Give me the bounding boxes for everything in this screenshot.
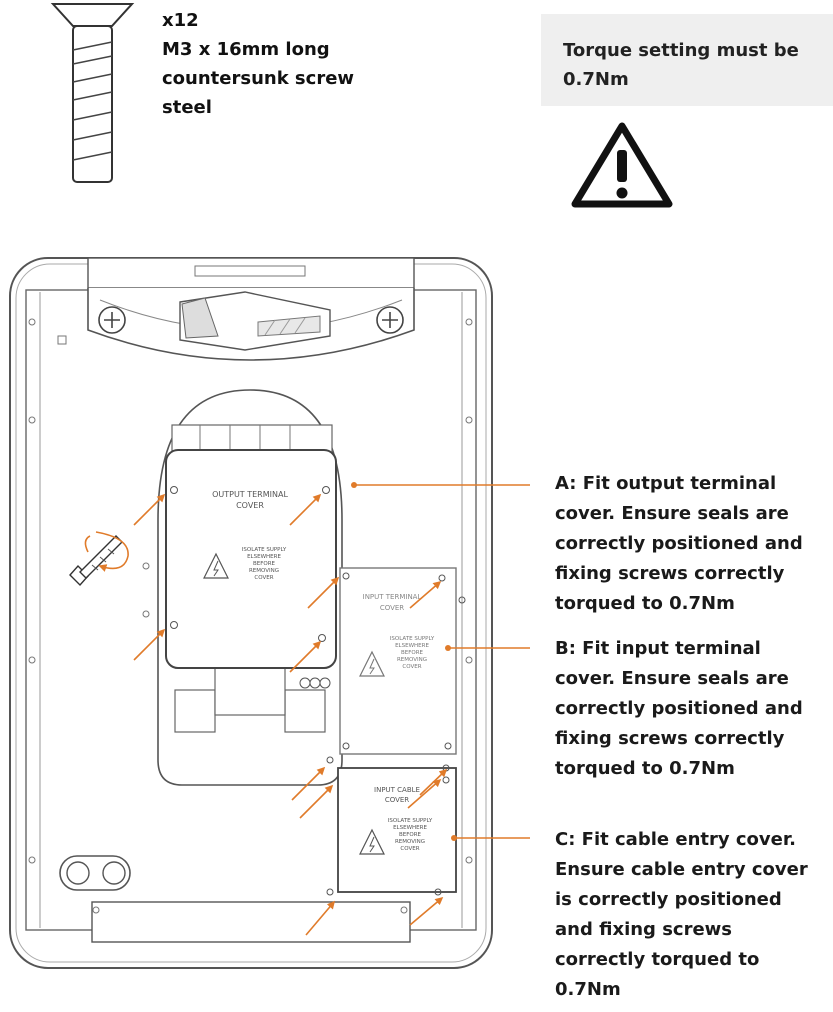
output-cover-label3: BEFORE — [253, 561, 276, 567]
cable-cover-label2: ELSEWHERE — [393, 825, 427, 831]
input-cover-title2: COVER — [380, 604, 404, 612]
charger-diagram: OUTPUT TERMINAL COVER ISOLATE SUPPLY ELS… — [9, 257, 530, 969]
callout-a-line3: correctly positioned and — [555, 533, 803, 554]
callout-c-line4: and fixing screws — [555, 919, 733, 940]
input-cover-title1: INPUT TERMINAL — [363, 593, 422, 601]
output-cover-label4: REMOVING — [249, 568, 279, 574]
cable-cover-title1: INPUT CABLE — [374, 786, 420, 794]
callout-c-line3: is correctly positioned — [555, 889, 782, 910]
callout-c: C: Fit cable entry cover. Ensure cable e… — [555, 825, 808, 1005]
callout-b-line3: correctly positioned and — [555, 698, 803, 719]
cable-cover-label1: ISOLATE SUPPLY — [388, 818, 433, 824]
callout-c-line6: 0.7Nm — [555, 979, 621, 1000]
callout-a-line1: A: Fit output terminal — [555, 473, 777, 494]
torque-note-line2: 0.7Nm — [563, 69, 629, 90]
input-cover-label2: ELSEWHERE — [395, 643, 429, 649]
output-cover-label2: ELSEWHERE — [247, 554, 281, 560]
callout-c-line5: correctly torqued to — [555, 949, 760, 970]
screw-quantity: x12 — [162, 10, 199, 31]
rotate-arrow-icon — [84, 531, 129, 572]
screw-spec-line2: countersunk screw — [162, 68, 355, 89]
warning-triangle-icon — [571, 122, 673, 208]
torque-note-line1: Torque setting must be — [563, 40, 799, 61]
callout-a-line2: cover. Ensure seals are — [555, 503, 789, 524]
screw-spec-line3: steel — [162, 97, 212, 118]
callout-b-line1: B: Fit input terminal — [555, 638, 761, 659]
callout-b-line5: torqued to 0.7Nm — [555, 758, 735, 779]
output-cover-title1: OUTPUT TERMINAL — [212, 490, 288, 499]
output-cover-label1: ISOLATE SUPPLY — [242, 547, 287, 553]
input-cover-label5: COVER — [402, 664, 421, 670]
callout-c-line2: Ensure cable entry cover — [555, 859, 808, 880]
electric-hazard-icon — [359, 650, 385, 677]
torque-note: Torque setting must be 0.7Nm — [541, 14, 833, 106]
callout-a-line4: fixing screws correctly — [555, 563, 785, 584]
cable-cover-label5: COVER — [400, 846, 419, 852]
callout-b-line4: fixing screws correctly — [555, 728, 785, 749]
cable-cover-title2: COVER — [385, 796, 409, 804]
output-cover-label5: COVER — [254, 575, 273, 581]
cable-cover-label3: BEFORE — [399, 832, 422, 838]
callout-b-line2: cover. Ensure seals are — [555, 668, 789, 689]
electric-hazard-icon — [359, 828, 385, 855]
input-cover-label1: ISOLATE SUPPLY — [390, 636, 435, 642]
input-cover-label4: REMOVING — [397, 657, 427, 663]
input-cover-label3: BEFORE — [401, 650, 424, 656]
callout-a-line5: torqued to 0.7Nm — [555, 593, 735, 614]
output-cover-title2: COVER — [236, 501, 264, 510]
countersunk-screw-icon — [50, 3, 135, 183]
screw-spec-line1: M3 x 16mm long — [162, 39, 330, 60]
electric-hazard-icon — [203, 552, 229, 579]
callout-c-line1: C: Fit cable entry cover. — [555, 829, 796, 850]
callout-a: A: Fit output terminal cover. Ensure sea… — [555, 469, 803, 619]
callout-b: B: Fit input terminal cover. Ensure seal… — [555, 634, 803, 784]
screw-spec: x12 M3 x 16mm long countersunk screw ste… — [162, 6, 354, 122]
cable-cover-label4: REMOVING — [395, 839, 425, 845]
